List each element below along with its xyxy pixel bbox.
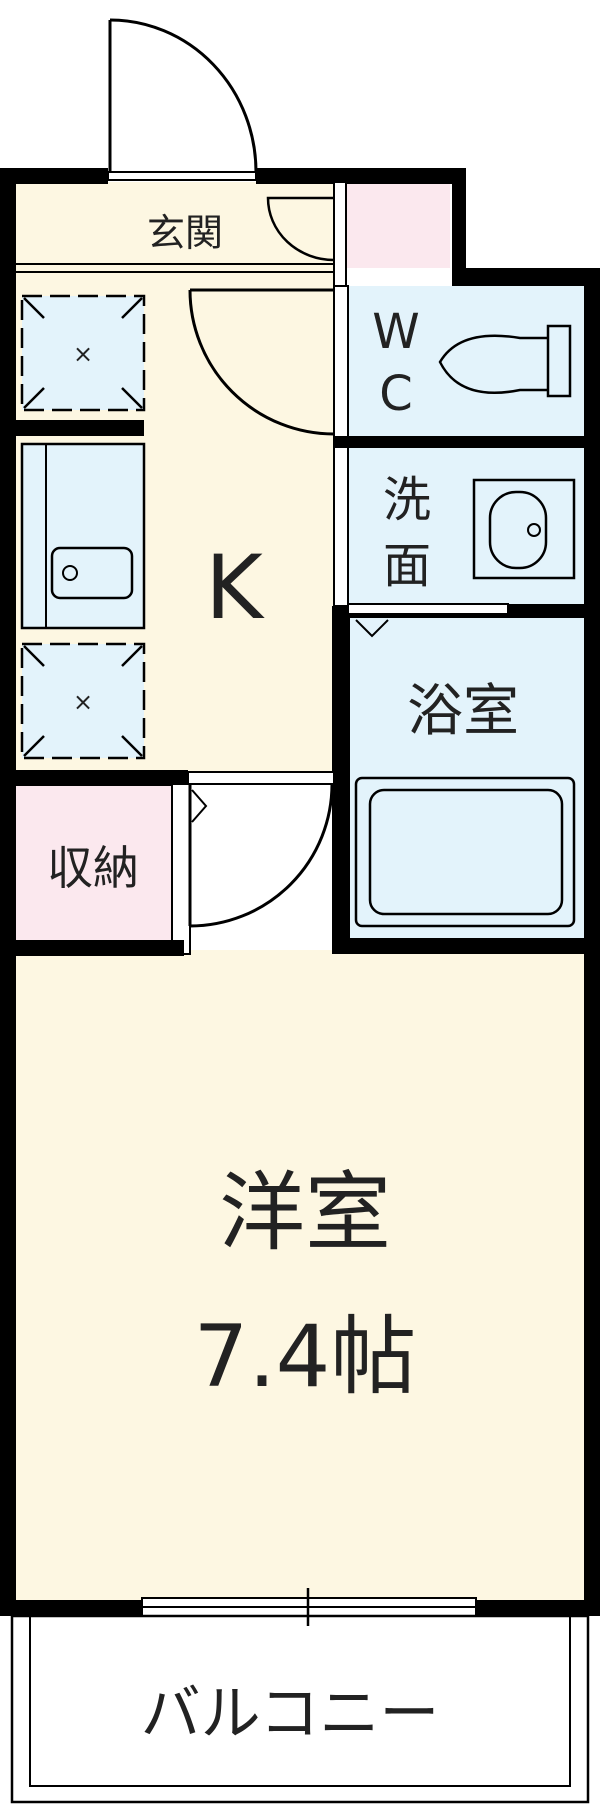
wall-top-right-step bbox=[452, 268, 600, 286]
washbasin-bowl bbox=[488, 490, 548, 570]
room-door-sill bbox=[187, 771, 335, 785]
wall-bath-left bbox=[332, 606, 350, 952]
wall-bath-bottom bbox=[332, 938, 600, 954]
label-kitchen: K bbox=[205, 536, 265, 639]
wall-bottom-left bbox=[0, 1600, 142, 1616]
fridge-space-top-x: × bbox=[73, 340, 93, 368]
label-western-room: 洋室 bbox=[219, 1163, 391, 1263]
fridge-space-bottom-diag1 bbox=[23, 645, 45, 667]
label-storage: 収納 bbox=[47, 841, 139, 895]
kitchen-door-swing bbox=[188, 289, 335, 436]
room-door-swing bbox=[189, 783, 334, 928]
western-room-floor bbox=[14, 950, 586, 1600]
wall-storage-right bbox=[171, 783, 191, 955]
label-entrance: 玄関 bbox=[147, 211, 223, 255]
wall-shelf-divider bbox=[16, 420, 144, 436]
wall-kitchen-wet-lower bbox=[333, 429, 349, 607]
fridge-space-bottom-diag2 bbox=[121, 645, 143, 667]
bath-door-mark bbox=[355, 619, 389, 638]
label-washroom-2: 面 bbox=[383, 538, 431, 594]
wall-wc-left bbox=[333, 285, 349, 441]
shoebox-door-swing bbox=[266, 196, 335, 262]
fridge-space-top-diag4 bbox=[121, 387, 143, 409]
fridge-space-bottom-diag4 bbox=[121, 735, 143, 757]
label-western-room-size: 7.4帖 bbox=[194, 1307, 417, 1407]
bathtub-inner bbox=[368, 788, 564, 916]
fridge-space-bottom-diag3 bbox=[23, 735, 45, 757]
wall-top-left bbox=[0, 168, 108, 184]
label-balcony: バルコニー bbox=[141, 1679, 440, 1749]
wall-left bbox=[0, 168, 16, 1616]
entrance-door-sill bbox=[107, 171, 257, 181]
wash-door-sill bbox=[347, 603, 509, 615]
storage-floor bbox=[14, 784, 182, 940]
storage-door-mark bbox=[191, 789, 208, 823]
toilet-bowl bbox=[438, 334, 548, 394]
entrance-door-swing bbox=[109, 18, 258, 173]
balcony-rail bbox=[29, 1615, 571, 1787]
fridge-space-top-diag2 bbox=[121, 297, 143, 319]
fridge-space-top-diag3 bbox=[23, 387, 45, 409]
entrance-floor bbox=[14, 182, 336, 268]
label-wc-w: W bbox=[372, 304, 419, 360]
fridge-space-top-diag1 bbox=[23, 297, 45, 319]
entrance-storage-floor bbox=[344, 182, 450, 268]
washbasin-drain bbox=[527, 523, 541, 537]
wc-floor bbox=[344, 286, 586, 440]
wall-wc-bottom bbox=[334, 436, 600, 448]
wall-kitchen-bottom bbox=[16, 770, 188, 786]
label-washroom-1: 洗 bbox=[383, 472, 431, 528]
wall-kitchen-wet bbox=[333, 181, 347, 287]
fridge-space-bottom-x: × bbox=[73, 688, 93, 716]
wall-bottom-right bbox=[476, 1600, 600, 1616]
sink-bowl bbox=[50, 546, 134, 600]
wall-top-right bbox=[452, 168, 466, 270]
label-bath: 浴室 bbox=[407, 679, 519, 744]
toilet-tank bbox=[546, 324, 572, 398]
wall-storage-bottom bbox=[16, 940, 184, 956]
sink-drain bbox=[62, 565, 78, 581]
wall-top-mid bbox=[256, 168, 466, 184]
sink-counter bbox=[20, 442, 146, 630]
label-wc-c: C bbox=[379, 366, 413, 422]
